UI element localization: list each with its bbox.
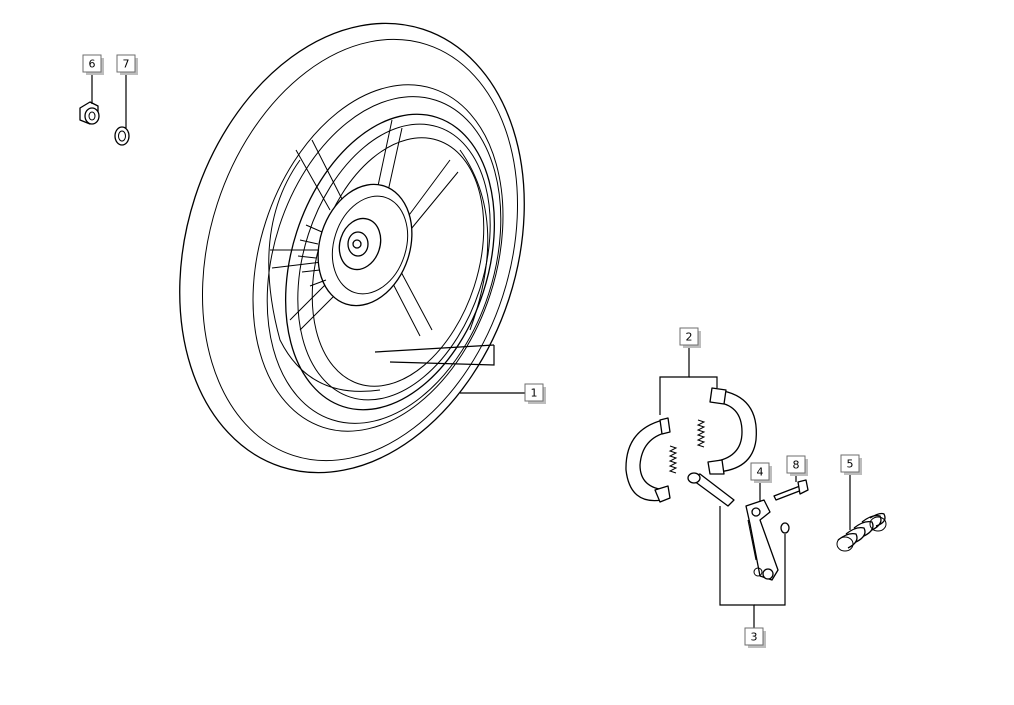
callout-8-label: 8 — [793, 459, 800, 472]
callout-7: 7 — [116, 54, 138, 75]
callout-2-label: 2 — [686, 331, 693, 344]
callout-4: 4 — [750, 462, 772, 483]
callout-4-label: 4 — [757, 466, 764, 479]
brake-shoe-set — [625, 387, 757, 503]
bolt — [773, 479, 809, 501]
callout-7-label: 7 — [123, 58, 130, 71]
washer — [114, 126, 130, 146]
callout-1-label: 1 — [531, 387, 538, 400]
callout-2: 2 — [679, 327, 701, 348]
axle-nut — [79, 101, 100, 125]
callout-8: 8 — [786, 455, 808, 476]
callout-3-label: 3 — [751, 631, 758, 644]
callout-6: 6 — [82, 54, 104, 75]
coil-spring — [836, 512, 887, 552]
callout-1: 1 — [524, 383, 546, 404]
callout-6-label: 6 — [89, 58, 96, 71]
callout-5-label: 5 — [847, 458, 854, 471]
callout-3: 3 — [744, 627, 766, 648]
rear-wheel-assembly — [179, 22, 525, 474]
callout-5: 5 — [840, 454, 862, 475]
brake-cam-assembly — [687, 472, 790, 581]
